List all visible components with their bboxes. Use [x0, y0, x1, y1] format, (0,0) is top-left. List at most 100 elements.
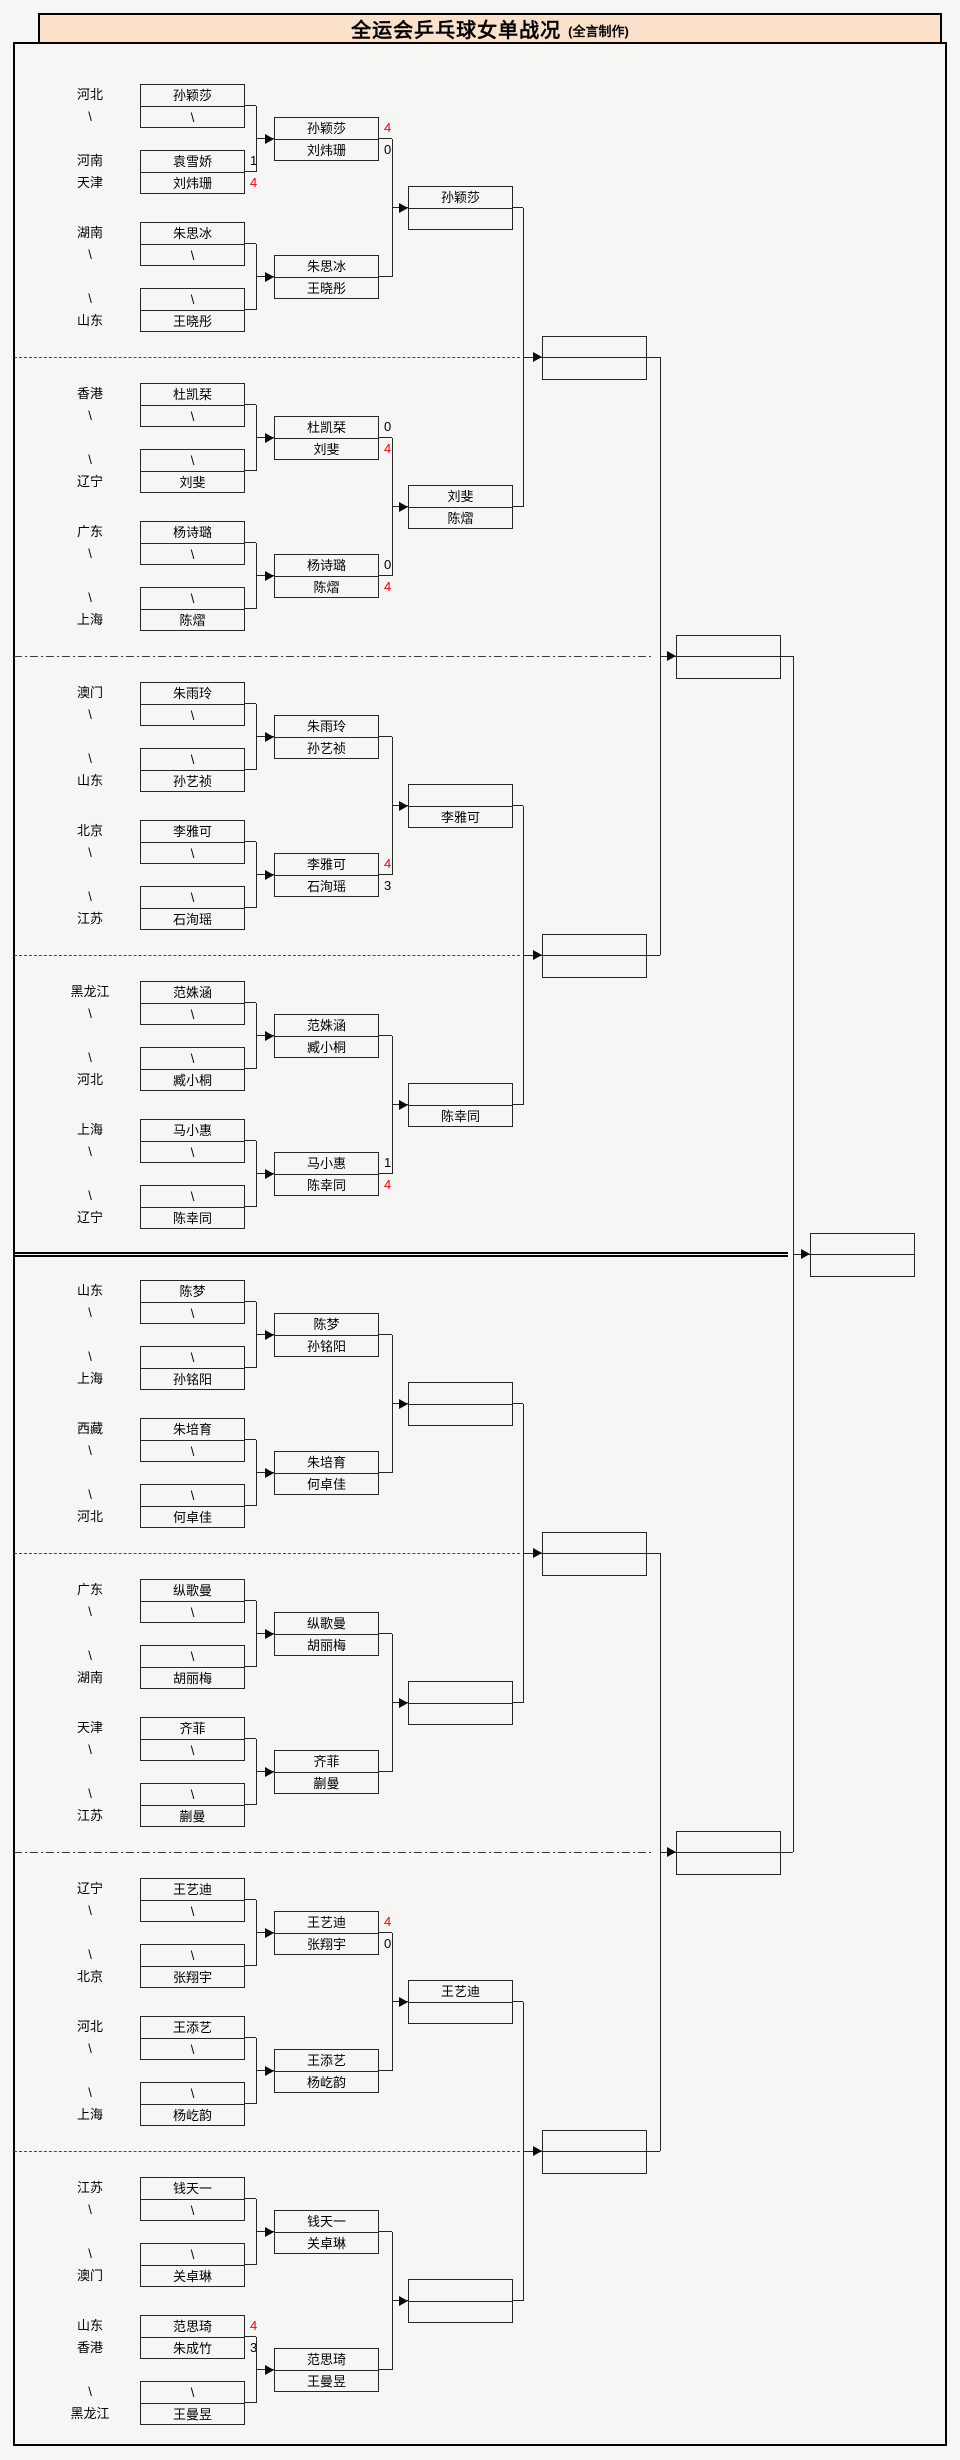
bye-cell: \: [140, 542, 245, 565]
bye-region-label: \: [88, 2040, 92, 2056]
round3-player-cell: [408, 2001, 513, 2024]
region-label: 北京: [76, 823, 103, 838]
round2-player-cell: 王添艺: [274, 2049, 379, 2072]
round2-player-cell: 石洵瑶: [274, 874, 379, 897]
score-label: 4: [384, 1914, 392, 1929]
bye-region-label: \: [88, 1188, 92, 1203]
region-label: 广东: [76, 524, 103, 539]
connector-line: [523, 1552, 542, 1554]
connector-line: [245, 1002, 256, 1003]
bye-region-label: \: [88, 844, 92, 860]
player-cell: 范思琦: [140, 2315, 245, 2338]
bye-cell: \: [140, 1944, 245, 1967]
player-cell: 石洵瑶: [140, 907, 245, 930]
bye-region-label: \: [88, 1603, 92, 1619]
advance-arrow-icon: [265, 1467, 274, 1478]
region-label: 北京: [76, 1968, 103, 1984]
advance-arrow-icon: [399, 1398, 408, 1409]
bye-region-label: \: [88, 545, 92, 561]
bye-cell: \: [140, 1600, 245, 1623]
score-label: 4: [250, 2318, 258, 2333]
connector-line: [513, 2300, 523, 2301]
region-label: 辽宁: [76, 1881, 103, 1896]
quarter-divider-dashdot: [14, 1851, 652, 1853]
score-label: 3: [250, 2339, 258, 2355]
player-cell: 何卓佳: [140, 1505, 245, 1528]
advance-arrow-icon: [265, 1329, 274, 1340]
round3-player-cell: [408, 1382, 513, 1405]
round3-player-cell: 陈熠: [408, 506, 513, 529]
advance-arrow-icon: [399, 1099, 408, 1110]
advance-arrow-icon: [265, 1030, 274, 1041]
quarterfinal-cell: [542, 2129, 647, 2152]
bye-cell: \: [140, 2082, 245, 2105]
connector-line: [245, 769, 256, 770]
score-label: 4: [384, 120, 392, 135]
round2-player-cell: 陈梦: [274, 1313, 379, 1336]
round3-player-cell: [408, 1681, 513, 1704]
region-label: 湖南: [76, 225, 103, 240]
round2-player-cell: 何卓佳: [274, 1472, 379, 1495]
connector-line: [379, 276, 392, 277]
advance-arrow-icon: [265, 731, 274, 742]
round2-player-cell: 王晓彤: [274, 276, 379, 299]
advance-arrow-icon: [265, 1766, 274, 1777]
quarterfinal-cell: [542, 335, 647, 358]
bye-region-label: \: [88, 1487, 92, 1502]
connector-line: [379, 2070, 392, 2071]
player-cell: 杨诗璐: [140, 521, 245, 544]
semifinal-cell: [676, 634, 781, 657]
connector-line: [245, 1206, 256, 1207]
section-divider-dashed: [14, 2150, 520, 2152]
bye-cell: \: [140, 105, 245, 128]
bye-region-label: \: [88, 246, 92, 262]
round2-player-cell: 蒯曼: [274, 1771, 379, 1794]
advance-arrow-icon: [399, 1996, 408, 2007]
advance-arrow-icon: [265, 2364, 274, 2375]
advance-arrow-icon: [533, 352, 542, 362]
score-label: 1: [384, 1155, 392, 1170]
bye-cell: \: [140, 1439, 245, 1462]
round2-player-cell: 杜凯栞: [274, 416, 379, 439]
player-cell: 陈梦: [140, 1280, 245, 1303]
player-cell: 刘斐: [140, 470, 245, 493]
semifinal-cell: [676, 656, 781, 679]
bye-region-label: \: [88, 2085, 92, 2100]
score-label: 4: [384, 440, 392, 456]
round2-player-cell: 孙艺祯: [274, 736, 379, 759]
round2-player-cell: 张翔宇: [274, 1932, 379, 1955]
advance-arrow-icon: [265, 869, 274, 880]
connector-line: [379, 2231, 392, 2232]
section-divider-dashed: [14, 1552, 520, 1554]
bye-cell: \: [140, 1783, 245, 1806]
round2-player-cell: 关卓琳: [274, 2231, 379, 2254]
round2-player-cell: 胡丽梅: [274, 1633, 379, 1656]
final-cell: [810, 1232, 915, 1255]
player-cell: 陈熠: [140, 608, 245, 631]
connector-line: [245, 1068, 256, 1069]
advance-arrow-icon: [667, 1847, 676, 1857]
bye-cell: \: [140, 748, 245, 771]
region-label: 辽宁: [76, 1209, 103, 1225]
advance-arrow-icon: [533, 1548, 542, 1558]
player-cell: 钱天一: [140, 2177, 245, 2200]
bye-region-label: \: [88, 1741, 92, 1757]
bye-cell: \: [140, 1301, 245, 1324]
connector-line: [379, 437, 392, 438]
player-cell: 朱雨玲: [140, 682, 245, 705]
connector-line: [647, 954, 660, 956]
region-label: 黑龙江: [70, 2405, 110, 2421]
bye-region-label: \: [88, 452, 92, 467]
bye-region-label: \: [88, 751, 92, 766]
bye-region-label: \: [88, 1304, 92, 1320]
bye-cell: \: [140, 1185, 245, 1208]
advance-arrow-icon: [399, 1697, 408, 1708]
player-cell: 齐菲: [140, 1717, 245, 1740]
bye-region-label: \: [88, 1143, 92, 1159]
quarterfinal-cell: [542, 2151, 647, 2174]
round3-player-cell: [408, 1403, 513, 1426]
round2-player-cell: 杨屹韵: [274, 2070, 379, 2093]
round2-player-cell: 朱培育: [274, 1451, 379, 1474]
connector-line: [379, 1932, 392, 1933]
player-cell: 孙艺祯: [140, 769, 245, 792]
